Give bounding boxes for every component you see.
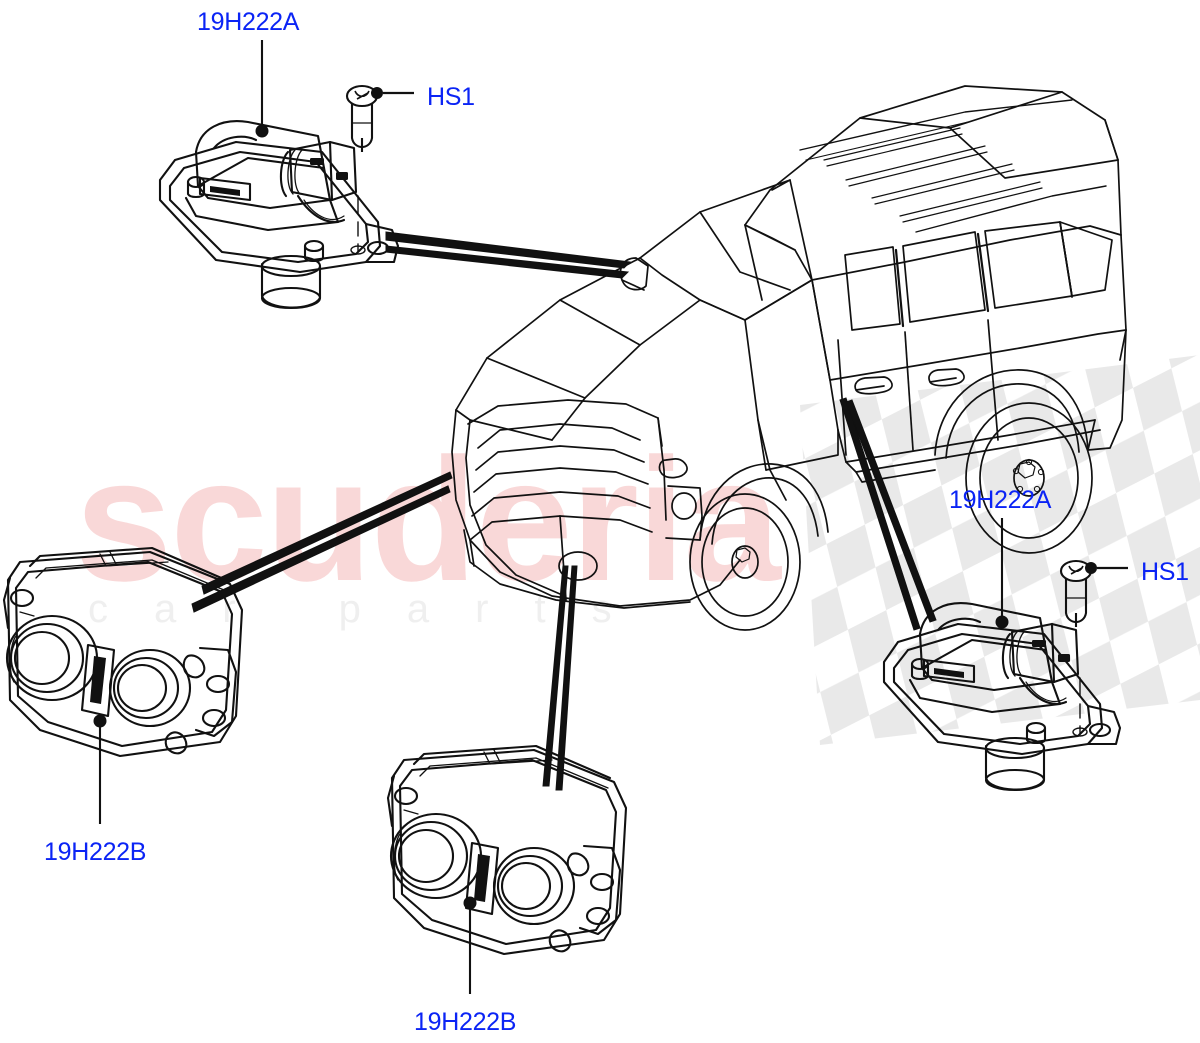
callout-label-right-horn: 19H222A <box>949 486 1052 514</box>
watermark-checkered-flag <box>800 355 1200 745</box>
part-horn-twin-center <box>386 744 628 956</box>
part-horn-single-top-left <box>158 120 400 310</box>
callout-label-center-twin-horn: 19H222B <box>414 1008 517 1036</box>
callout-label-top-left-horn: 19H222A <box>197 8 300 36</box>
part-fastener-hs1-top <box>345 84 414 152</box>
part-horn-twin-left <box>2 546 244 758</box>
svg-text:car parts: car parts <box>88 587 658 631</box>
leader-lines <box>93 40 1009 994</box>
callout-label-left-twin-horn: 19H222B <box>44 838 147 866</box>
vehicle-illustration <box>451 85 1127 631</box>
part-horn-single-right <box>882 602 1122 792</box>
callout-label-top-left-fastener: HS1 <box>427 83 475 111</box>
callout-label-right-fastener: HS1 <box>1141 558 1189 586</box>
part-fastener-hs1-right <box>1059 559 1128 627</box>
watermark-scuderia-text: scuderia car parts <box>75 423 784 631</box>
